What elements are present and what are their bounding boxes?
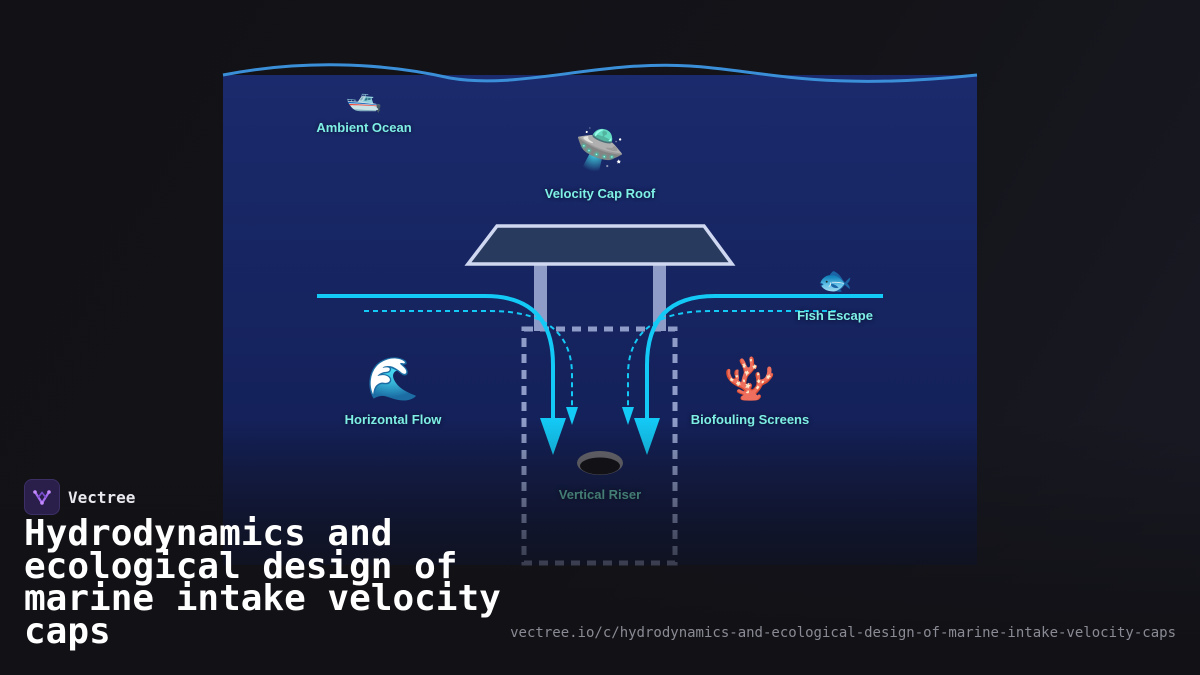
coral-icon: 🪸	[723, 354, 777, 403]
page-title: Hydrodynamics and ecological design of m…	[24, 513, 501, 652]
vectree-logo-icon	[24, 479, 60, 515]
flow-path-left	[317, 294, 555, 420]
brand: Vectree	[24, 479, 135, 515]
label-biofouling-screens: Biofouling Screens	[690, 412, 810, 427]
page-url[interactable]: vectree.io/c/hydrodynamics-and-ecologica…	[510, 625, 1176, 641]
boat-icon: 🛥️	[345, 79, 383, 114]
water-surface-line	[222, 63, 978, 83]
label-horizontal-flow: Horizontal Flow	[344, 412, 442, 427]
riser-opening-inner	[580, 457, 620, 475]
dashed-arrow-right	[622, 407, 634, 425]
dashed-arrow-left	[566, 407, 578, 425]
ufo-icon: 🛸	[575, 127, 625, 173]
label-ambient-ocean: Ambient Ocean	[316, 120, 412, 135]
flow-path-right	[645, 294, 883, 420]
dashed-flow-right	[627, 310, 836, 410]
brand-name: Vectree	[68, 487, 136, 507]
fish-icon: 🐟	[817, 264, 853, 297]
label-velocity-cap-roof: Velocity Cap Roof	[544, 186, 656, 201]
wave-icon: 🌊	[366, 354, 420, 403]
dashed-flow-left	[364, 310, 573, 410]
label-vertical-riser: Vertical Riser	[558, 487, 642, 502]
velocity-cap-roof	[464, 224, 736, 266]
label-fish-escape: Fish Escape	[797, 308, 873, 323]
